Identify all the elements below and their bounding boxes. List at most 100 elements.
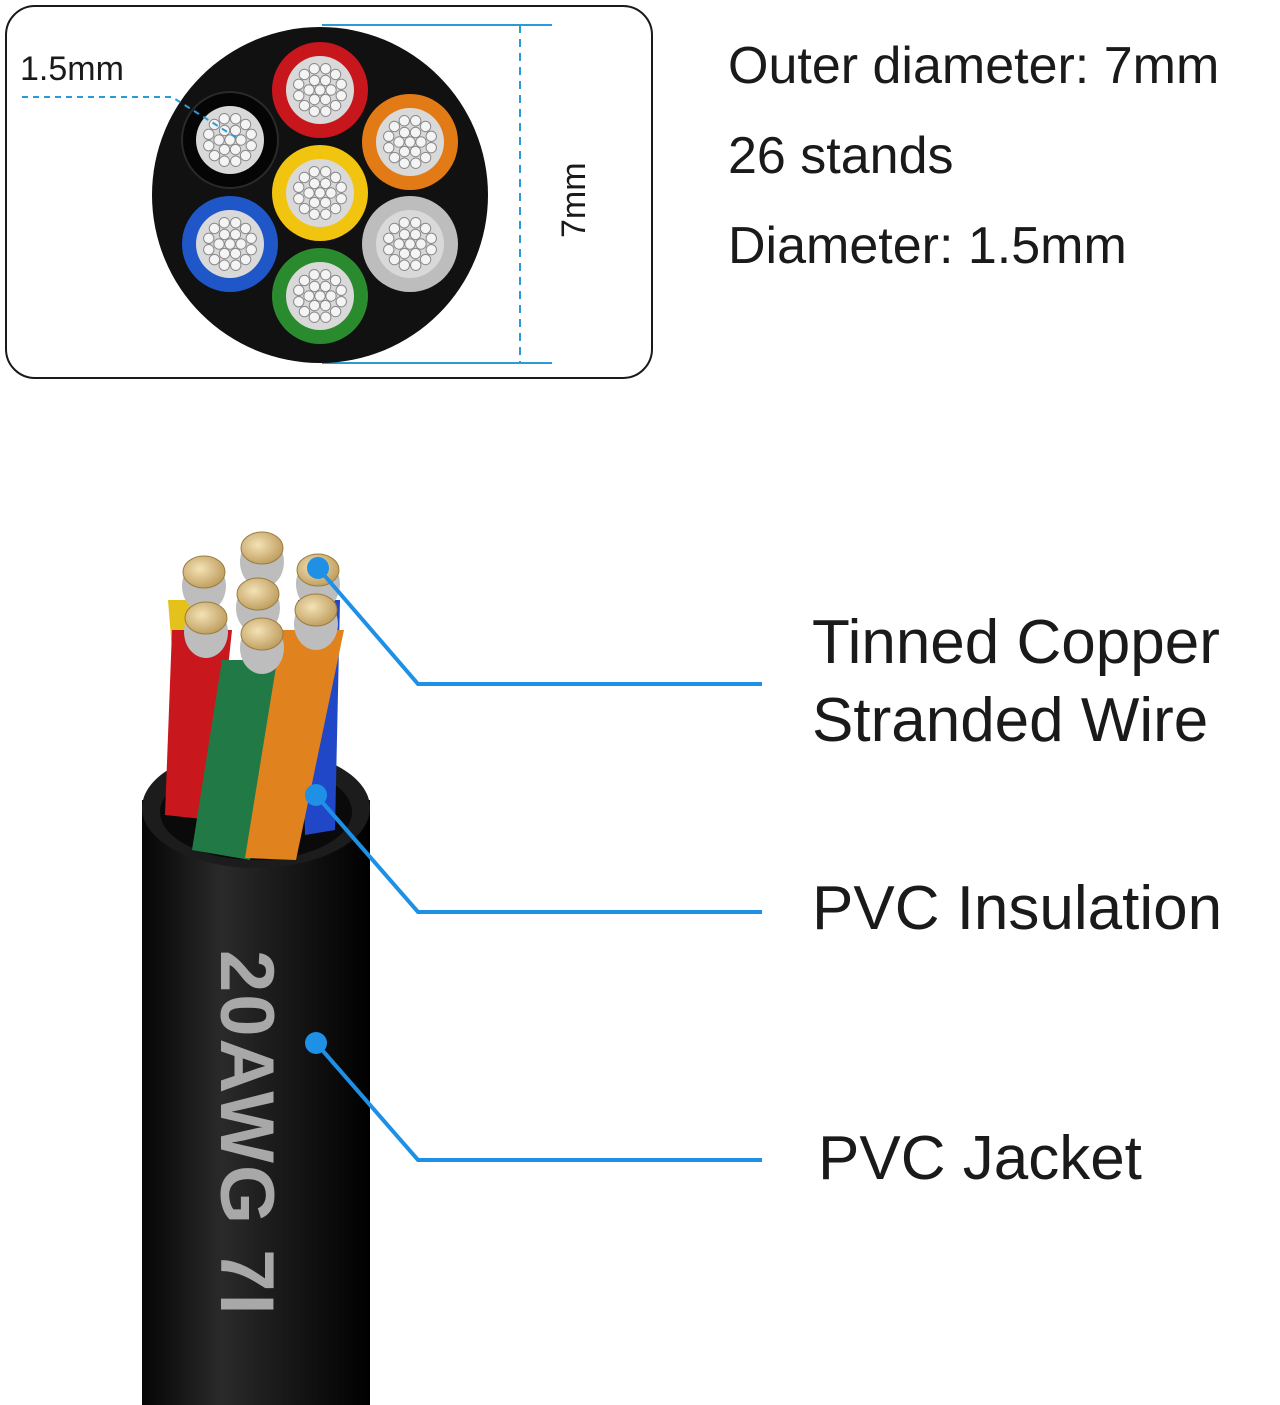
strand [383, 130, 395, 143]
strand [314, 187, 326, 199]
strand [224, 134, 236, 146]
strand [383, 244, 395, 256]
strand [245, 128, 257, 140]
strand [335, 181, 347, 193]
strand [329, 171, 342, 184]
strand [319, 280, 332, 293]
strand [404, 238, 416, 250]
strand [208, 253, 221, 266]
strand [404, 136, 416, 148]
dot-copper [307, 557, 329, 579]
callout-copper: Tinned Copper Stranded Wire [812, 604, 1220, 760]
strand [218, 155, 231, 167]
insulated-wires [165, 600, 344, 860]
strand [398, 145, 411, 158]
strand [393, 238, 405, 250]
leader-lines [314, 566, 762, 1162]
strand [335, 78, 347, 90]
callout-insulation: PVC Insulation [812, 874, 1223, 943]
strand [335, 295, 347, 308]
strand [239, 118, 252, 131]
strand [224, 238, 236, 250]
strand [229, 124, 242, 137]
spec-diameter: Diameter: 1.5mm [728, 217, 1127, 275]
strand [329, 274, 342, 287]
strand [203, 244, 215, 256]
strand [425, 243, 437, 256]
strand [218, 228, 231, 241]
strand [239, 149, 252, 162]
strand [398, 228, 411, 241]
strand [329, 68, 342, 81]
strand [308, 63, 320, 75]
strand [320, 105, 332, 117]
strand [319, 166, 332, 178]
strand [329, 202, 342, 215]
leader-jacket [314, 1041, 762, 1162]
strand [409, 228, 422, 241]
strand [398, 157, 411, 169]
strand [235, 238, 247, 250]
strand [320, 208, 332, 220]
leader-insulation [314, 793, 762, 914]
strand [218, 217, 230, 229]
strand [425, 130, 437, 142]
strand-bundle-end [182, 555, 226, 589]
strand [230, 259, 242, 271]
orange-wire [245, 630, 344, 860]
cable-illustration [142, 531, 762, 1405]
strand [320, 311, 332, 323]
strand [388, 253, 401, 266]
strand [229, 143, 242, 156]
spec-outer-diameter: Outer diameter: 7mm [728, 37, 1220, 95]
callout-copper-line2: Stranded Wire [812, 686, 1209, 755]
cable-jacket [142, 800, 370, 1405]
strand [415, 136, 427, 148]
strand [419, 253, 432, 266]
strand [319, 63, 332, 75]
strand [335, 89, 347, 102]
cross-section-diagram [22, 24, 552, 364]
leader-dots [305, 557, 329, 1054]
strand [415, 238, 427, 250]
strand-bundle-end [236, 577, 280, 611]
strand-bundle-end [240, 531, 284, 565]
strand [203, 140, 215, 152]
strand [245, 139, 257, 152]
strand [409, 217, 422, 229]
strand [293, 90, 305, 102]
strand [308, 166, 320, 178]
strand [383, 232, 395, 245]
strand [388, 151, 401, 164]
spec-strands: 26 stands [728, 127, 954, 185]
strand [298, 202, 311, 215]
strand [213, 134, 225, 146]
strand [325, 187, 337, 199]
strand [409, 115, 422, 127]
strand [398, 247, 411, 260]
strand [419, 120, 432, 133]
strand [308, 74, 321, 87]
strand [303, 84, 315, 96]
strand [383, 142, 395, 154]
strand [319, 177, 332, 190]
strand [298, 305, 311, 318]
strand [314, 290, 326, 302]
strand [308, 93, 321, 106]
strand [203, 128, 215, 141]
strand [235, 134, 247, 146]
strand [245, 232, 257, 244]
callout-copper-line1: Tinned Copper [812, 608, 1220, 677]
strand [293, 296, 305, 308]
strand [298, 171, 311, 184]
strand [410, 259, 422, 271]
strand [239, 253, 252, 266]
strand [298, 68, 311, 81]
strand [218, 247, 231, 260]
strand [398, 217, 410, 229]
strand [308, 196, 321, 209]
strand [229, 228, 242, 241]
strand [398, 259, 411, 271]
strand [213, 238, 225, 250]
strand [293, 284, 305, 297]
